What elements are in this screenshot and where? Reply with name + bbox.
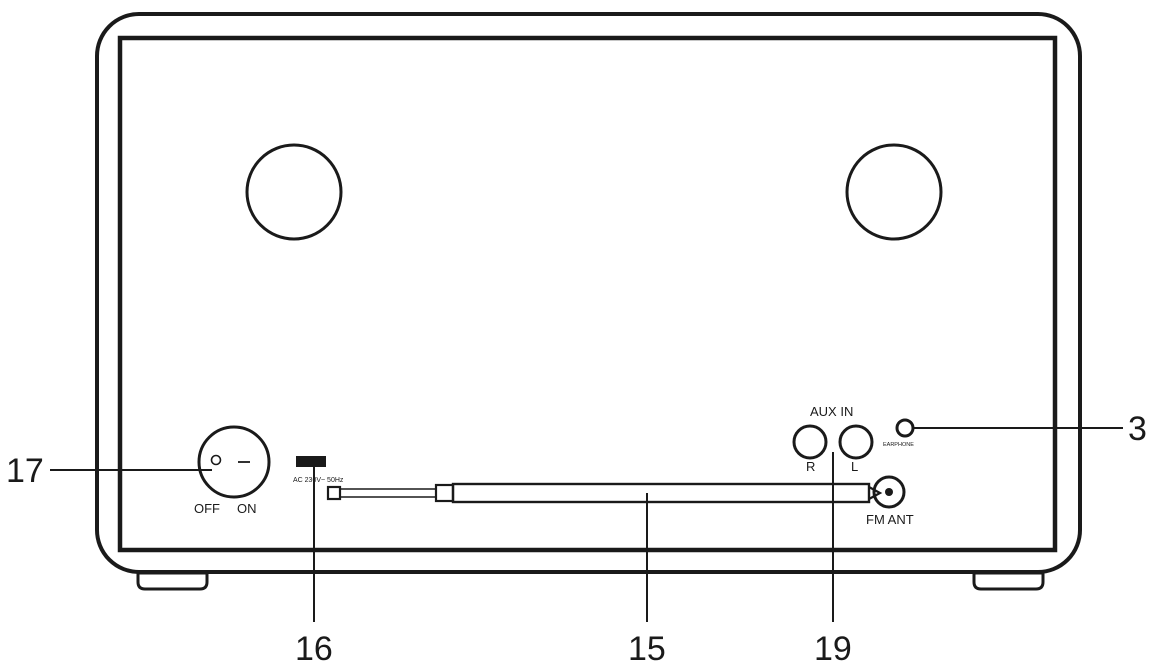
aux-r-label: R	[806, 459, 815, 474]
fm-antenna-socket-pin	[885, 488, 893, 496]
callout-15: 15	[628, 630, 666, 668]
callout-3: 3	[1128, 410, 1147, 448]
switch-on-label: ON	[237, 501, 257, 516]
callout-17: 17	[6, 452, 44, 490]
power-cord-inlet: AC 230V~ 50Hz	[293, 456, 344, 484]
aux-in-jacks: AUX IN R L	[792, 404, 874, 474]
power-rating-label: AC 230V~ 50Hz	[293, 477, 344, 484]
cabinet-outer-frame	[95, 12, 1082, 574]
right-foot	[972, 571, 1045, 591]
switch-off-symbol	[210, 454, 222, 466]
power-cord-exit	[296, 456, 326, 467]
antenna-hinge	[868, 486, 883, 500]
antenna-tip	[326, 485, 342, 501]
earphone-jack: EARPHONE	[883, 418, 915, 448]
aux-in-label: AUX IN	[810, 404, 853, 419]
aux-in-left-jack	[838, 424, 874, 460]
right-bass-port	[845, 143, 943, 241]
rear-panel	[117, 35, 1058, 553]
left-bass-port	[245, 143, 343, 241]
power-switch-body	[197, 425, 271, 499]
fm-antenna-socket: FM ANT	[866, 475, 914, 527]
aux-in-right-jack	[792, 424, 828, 460]
leader-lines	[50, 427, 1123, 622]
antenna-main-tube	[451, 482, 871, 504]
callout-16: 16	[295, 630, 333, 668]
callout-numbers: 17 16 15 19 3	[6, 410, 1147, 668]
cabinet	[95, 12, 1082, 574]
aux-l-label: L	[851, 459, 858, 474]
callout-19: 19	[814, 630, 852, 668]
power-switch: OFF ON	[194, 425, 271, 516]
fm-antenna	[326, 482, 883, 504]
fm-ant-label: FM ANT	[866, 512, 914, 527]
earphone-label: EARPHONE	[883, 442, 914, 448]
switch-off-label: OFF	[194, 501, 220, 516]
left-foot	[136, 571, 209, 591]
fm-antenna-socket-ring	[872, 475, 906, 509]
antenna-joint	[434, 483, 455, 503]
earphone-jack-ring	[895, 418, 915, 438]
